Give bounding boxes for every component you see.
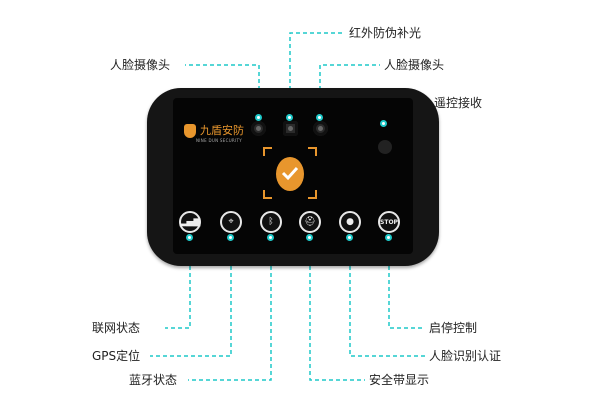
leader-bluetooth <box>188 238 272 381</box>
face-camera-left-icon <box>251 121 266 136</box>
face-camera-right-icon <box>313 121 328 136</box>
dot-gps <box>227 234 234 241</box>
dot-face-cam-right <box>316 114 323 121</box>
shield-logo-icon <box>184 124 196 138</box>
face-auth-button[interactable]: ● <box>339 211 361 233</box>
remote-receiver-sensor <box>378 140 392 154</box>
stop-label: STOP <box>380 218 398 226</box>
location-pin-icon: ⌖ <box>228 217 234 227</box>
label-seatbelt: 安全带显示 <box>369 373 430 387</box>
stop-button[interactable]: STOP <box>378 211 400 233</box>
dot-face-cam-left <box>255 114 262 121</box>
dot-seatbelt <box>306 234 313 241</box>
network-status-button[interactable]: ▂▄▆ <box>179 211 201 233</box>
label-start-stop: 启停控制 <box>429 321 478 335</box>
label-face-cam-left: 人脸摄像头 <box>110 58 171 72</box>
brand-name: 九盾安防 <box>200 124 244 137</box>
label-bluetooth: 蓝牙状态 <box>129 373 178 387</box>
gps-button[interactable]: ⌖ <box>220 211 242 233</box>
label-face-auth: 人脸识别认证 <box>429 349 502 363</box>
seatbelt-button[interactable]: ⛑ <box>299 211 321 233</box>
dot-remote <box>380 120 387 127</box>
label-gps: GPS定位 <box>92 349 141 363</box>
infrared-light-icon <box>283 121 298 136</box>
face-shield-icon <box>263 147 317 199</box>
leader-start-stop <box>388 238 425 329</box>
label-network: 联网状态 <box>92 321 141 335</box>
label-remote: 遥控接收 <box>434 96 483 110</box>
bluetooth-icon: ᛒ <box>268 217 274 227</box>
leader-seatbelt <box>309 238 365 381</box>
dot-start-stop <box>385 234 392 241</box>
dot-face-auth <box>346 234 353 241</box>
leader-network <box>165 238 191 329</box>
seatbelt-icon: ⛑ <box>304 217 316 227</box>
signal-bars-icon: ▂▄▆ <box>179 217 201 227</box>
leader-gps <box>150 238 232 357</box>
dot-network <box>186 234 193 241</box>
label-face-cam-right: 人脸摄像头 <box>384 58 445 72</box>
dot-infrared <box>286 114 293 121</box>
person-icon: ● <box>346 217 354 227</box>
label-infrared: 红外防伪补光 <box>349 26 422 40</box>
bluetooth-button[interactable]: ᛒ <box>260 211 282 233</box>
dot-bluetooth <box>267 234 274 241</box>
leader-face-auth <box>349 238 425 357</box>
brand-tagline: NINE DUN SECURITY <box>196 138 242 143</box>
brand-logo: 九盾安防 <box>184 124 244 138</box>
